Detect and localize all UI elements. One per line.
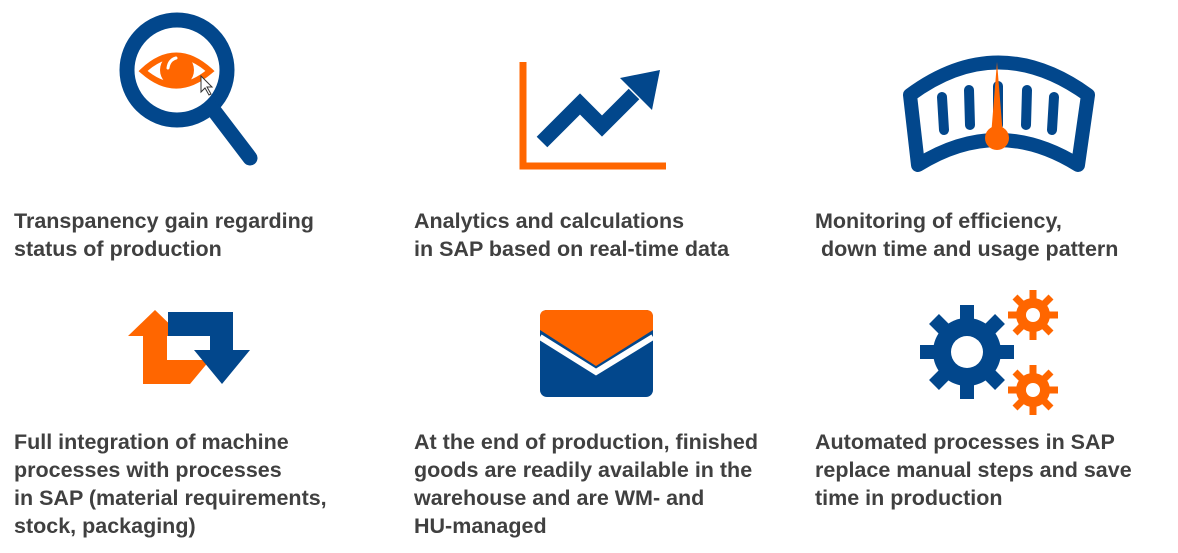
cursor-icon [200,74,214,96]
caption-transparency: Transpanency gain regarding status of pr… [14,209,314,261]
gears-icon [920,290,1058,415]
repeat-arrows-icon [128,310,250,384]
caption-finished-goods: At the end of production, finished goods… [414,430,758,538]
caption-analytics: Analytics and calculations in SAP based … [414,209,730,261]
gauge-icon [903,55,1095,172]
rising-chart-icon [519,62,666,170]
caption-automation: Automated processes in SAP replace manua… [815,430,1132,510]
caption-integration: Full integration of machine processes wi… [14,430,327,538]
caption-monitoring: Monitoring of efficiency, down time and … [815,209,1119,261]
magnifier-eye-icon [119,12,258,166]
envelope-icon [538,310,655,397]
